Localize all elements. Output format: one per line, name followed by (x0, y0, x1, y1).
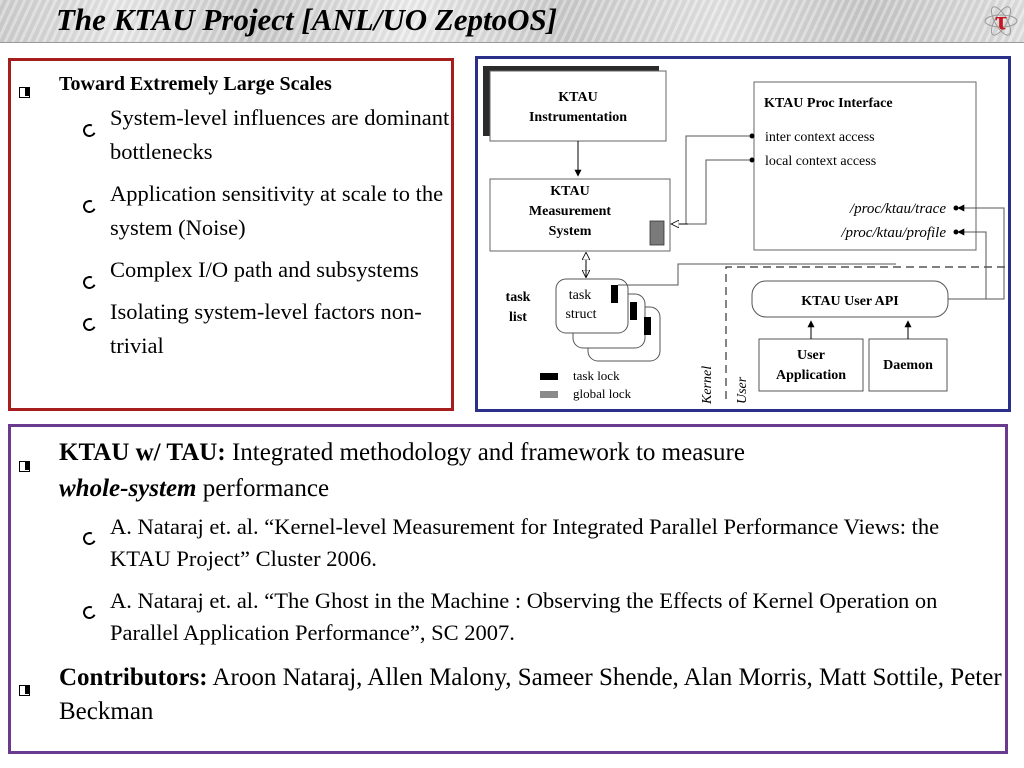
svg-text:τ: τ (995, 6, 1007, 35)
task-list-label-1: task (506, 290, 531, 305)
user-label: User (735, 376, 750, 404)
circle-bullet-icon (81, 530, 98, 547)
list-item-text: Isolating system-level factors non-trivi… (110, 299, 422, 358)
circle-bullet-icon (81, 198, 98, 215)
kernel-user-divider (725, 266, 1008, 399)
measurement-label-1: KTAU (550, 184, 589, 199)
task-struct-label-2: struct (565, 307, 596, 322)
proc-interface-label: KTAU Proc Interface (764, 96, 893, 111)
circle-bullet-icon (81, 274, 98, 291)
connector-dot (749, 133, 755, 139)
connector-dot (749, 157, 755, 163)
ktau-architecture-diagram-box: KTAU Instrumentation KTAU Measurement Sy… (475, 56, 1011, 412)
reference-item: A. Nataraj et. al. “The Ghost in the Mac… (11, 585, 1005, 649)
daemon-label: Daemon (883, 358, 933, 373)
user-application-label-1: User (797, 348, 825, 363)
list-item: Complex I/O path and subsystems (11, 253, 451, 291)
methodology-text: Integrated methodology and framework to … (225, 439, 745, 466)
methodology-tail: performance (196, 475, 330, 502)
task-lock-icon (630, 302, 637, 320)
slide-title: The KTAU Project [ANL/UO ZeptoOS] (56, 2, 558, 37)
list-item-text: System-level influences are dominant bot… (110, 105, 450, 164)
user-application-box (758, 338, 864, 392)
global-lock-icon (649, 220, 665, 246)
contributors-item: Contributors: Aroon Nataraj, Allen Malon… (11, 661, 1005, 729)
global-lock-legend-label: global lock (573, 386, 632, 401)
kernel-label: Kernel (700, 366, 715, 405)
tau-logo-icon: τ (984, 6, 1018, 36)
measurement-label-3: System (549, 224, 592, 239)
reference-item: A. Nataraj et. al. “Kernel-level Measure… (11, 511, 1005, 575)
scales-box: Toward Extremely Large Scales System-lev… (8, 58, 454, 411)
user-application-label-2: Application (776, 368, 846, 383)
instrumentation-box (489, 70, 667, 142)
reference-text: A. Nataraj et. al. “Kernel-level Measure… (110, 514, 940, 571)
reference-text: A. Nataraj et. al. “The Ghost in the Mac… (110, 588, 938, 645)
task-lock-icon (611, 285, 618, 303)
square-bullet-icon (19, 87, 30, 98)
local-context-label: local context access (765, 154, 876, 169)
measurement-box (489, 178, 671, 252)
task-lock-legend-icon (540, 373, 558, 380)
scales-heading: Toward Extremely Large Scales (59, 73, 332, 95)
list-item-text: Complex I/O path and subsystems (110, 257, 419, 282)
list-item: Application sensitivity at scale to the … (11, 177, 451, 245)
contributors-heading: Contributors: (59, 664, 208, 691)
circle-bullet-icon (81, 604, 98, 621)
connector-line (618, 263, 896, 286)
methodology-box: KTAU w/ TAU: Integrated methodology and … (8, 424, 1008, 754)
ktau-architecture-diagram: KTAU Instrumentation KTAU Measurement Sy… (483, 66, 1008, 405)
task-lock-legend-label: task lock (573, 368, 620, 383)
measurement-label-2: Measurement (529, 204, 611, 219)
scales-heading-item: Toward Extremely Large Scales (11, 69, 451, 99)
list-item: Isolating system-level factors non-trivi… (11, 295, 451, 363)
methodology-item: KTAU w/ TAU: Integrated methodology and … (11, 435, 1005, 507)
connector-dot (953, 205, 959, 211)
instrumentation-label-2: Instrumentation (529, 110, 627, 125)
global-lock-legend-icon (540, 391, 558, 398)
task-struct-box (555, 278, 629, 334)
list-item: System-level influences are dominant bot… (11, 101, 451, 169)
contributors-text: Aroon Nataraj, Allen Malony, Sameer Shen… (59, 664, 1002, 725)
title-bar (0, 0, 1024, 43)
connector-line (670, 159, 750, 225)
task-struct-label-1: task (569, 288, 592, 303)
inter-context-label: inter context access (765, 130, 875, 145)
list-item-text: Application sensitivity at scale to the … (110, 181, 444, 240)
user-api-label: KTAU User API (801, 294, 898, 309)
proc-trace-label: /proc/ktau/trace (849, 201, 946, 217)
circle-bullet-icon (81, 316, 98, 333)
methodology-heading: KTAU w/ TAU: (59, 439, 226, 466)
connector-line (948, 228, 987, 300)
square-bullet-icon (19, 461, 30, 472)
circle-bullet-icon (81, 122, 98, 139)
task-list-label-2: list (509, 310, 527, 325)
connector-line (670, 135, 750, 225)
square-bullet-icon (19, 685, 30, 696)
instrumentation-label-1: KTAU (558, 90, 597, 105)
task-lock-icon (644, 317, 651, 335)
connector-dot (953, 229, 959, 235)
whole-system-emphasis: whole-system (59, 475, 197, 502)
proc-interface-box (753, 81, 977, 251)
proc-profile-label: /proc/ktau/profile (840, 225, 946, 241)
